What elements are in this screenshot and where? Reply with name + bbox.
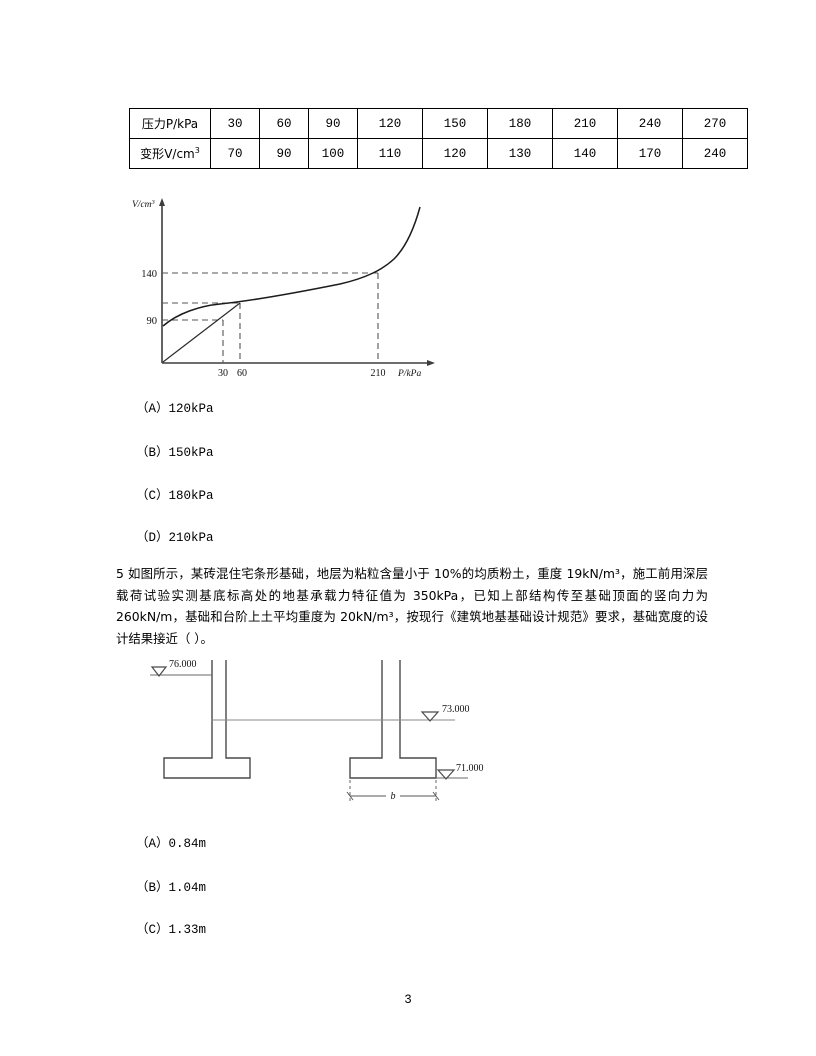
y-axis-arrow xyxy=(159,198,165,206)
q4-option-a-text: 120kPa xyxy=(168,402,214,416)
pv-curve xyxy=(162,206,421,327)
q4-option-b-marker: （B） xyxy=(136,446,169,460)
question-5-text: 5 如图所示，某砖混住宅条形基础，地层为粘粒含量小于 10%的均质粉土，重度 1… xyxy=(116,566,708,646)
cell-deformation-9: 240 xyxy=(682,138,748,169)
row-header-pressure-symbol: P/kPa xyxy=(165,117,199,131)
tangent-line xyxy=(162,302,241,363)
q4-option-b[interactable]: （B）150kPa xyxy=(136,441,214,460)
cell-deformation-2: 90 xyxy=(259,138,309,169)
x-axis-arrow xyxy=(427,360,435,366)
q4-option-d-text: 210kPa xyxy=(168,531,214,545)
xtick-210: 210 xyxy=(371,368,386,379)
y-axis-label: V/cm3 xyxy=(132,199,156,210)
q4-option-c-marker: （C） xyxy=(136,489,169,503)
q4-option-a[interactable]: （A）120kPa xyxy=(136,397,214,416)
q5-option-a-text: 0.84m xyxy=(168,837,207,851)
pressure-deformation-table: 压力P/kPa 30 60 90 120 150 180 210 240 270… xyxy=(129,108,748,169)
page-number: 3 xyxy=(404,993,412,1007)
cell-pressure-7: 210 xyxy=(552,108,618,139)
row-header-deformation-symbol: V/cm xyxy=(164,147,195,161)
q5-option-c-marker: （C） xyxy=(136,923,169,937)
elevation-label-71: 71.000 xyxy=(456,763,484,774)
row-header-pressure: 压力P/kPa xyxy=(129,108,211,139)
cell-deformation-1: 70 xyxy=(210,138,260,169)
table-row: 变形V/cm3 70 90 100 110 120 130 140 170 24… xyxy=(129,138,748,169)
q4-option-b-text: 150kPa xyxy=(168,446,214,460)
cell-deformation-5: 120 xyxy=(422,138,488,169)
q5-option-a[interactable]: （A）0.84m xyxy=(136,832,206,851)
xtick-30: 30 xyxy=(218,368,228,379)
cell-pressure-8: 240 xyxy=(617,108,683,139)
right-foundation-outline xyxy=(349,660,437,779)
dim-label-backdrop xyxy=(386,789,400,801)
q5-option-b-marker: （B） xyxy=(136,881,169,895)
strip-foundation-figure: 76.000 73.000 71.000 b xyxy=(150,658,510,808)
dim-tick-left-icon xyxy=(346,791,354,801)
chart-svg: 140 90 30 60 210 V/cm3 P/kPa xyxy=(132,198,435,379)
row-header-deformation-superscript: 3 xyxy=(194,146,200,155)
row-header-deformation: 变形V/cm3 xyxy=(129,138,211,169)
cell-deformation-3: 100 xyxy=(308,138,358,169)
cell-deformation-4: 110 xyxy=(357,138,423,169)
elevation-label-76: 76.000 xyxy=(169,659,197,670)
row-header-pressure-label: 压力 xyxy=(141,117,166,131)
left-foundation-outline xyxy=(163,660,251,779)
dimension-label-b: b xyxy=(391,791,396,802)
pressure-deformation-chart: 140 90 30 60 210 V/cm3 P/kPa xyxy=(130,193,460,383)
q4-option-d-marker: （D） xyxy=(136,531,169,545)
elevation-label-73: 73.000 xyxy=(442,704,470,715)
cell-pressure-4: 120 xyxy=(357,108,423,139)
cell-pressure-1: 30 xyxy=(210,108,260,139)
cell-pressure-9: 270 xyxy=(682,108,748,139)
x-axis-label: P/kPa xyxy=(397,369,421,379)
q4-option-a-marker: （A） xyxy=(136,402,169,416)
xtick-60: 60 xyxy=(237,368,247,379)
cell-pressure-3: 90 xyxy=(308,108,358,139)
cell-deformation-8: 170 xyxy=(617,138,683,169)
elevation-marker-73-icon xyxy=(420,711,440,722)
elevation-marker-71-icon xyxy=(436,769,456,780)
q4-option-c-text: 180kPa xyxy=(168,489,214,503)
foundation-svg: 76.000 73.000 71.000 b xyxy=(150,659,484,802)
q5-option-c[interactable]: （C）1.33m xyxy=(136,918,206,937)
ytick-140: 140 xyxy=(141,269,157,280)
ytick-90: 90 xyxy=(147,316,158,327)
q4-option-d[interactable]: （D）210kPa xyxy=(136,526,214,545)
cell-pressure-2: 60 xyxy=(259,108,309,139)
elevation-marker-76-icon xyxy=(150,666,168,677)
q4-option-c[interactable]: （C）180kPa xyxy=(136,484,214,503)
data-table: 压力P/kPa 30 60 90 120 150 180 210 240 270… xyxy=(129,108,748,169)
row-header-deformation-label: 变形 xyxy=(140,147,165,161)
cell-deformation-7: 140 xyxy=(552,138,618,169)
q5-option-c-text: 1.33m xyxy=(168,923,207,937)
table-row: 压力P/kPa 30 60 90 120 150 180 210 240 270 xyxy=(129,108,748,139)
dim-tick-right-icon xyxy=(432,791,440,801)
q5-option-a-marker: （A） xyxy=(136,837,169,851)
cell-pressure-5: 150 xyxy=(422,108,488,139)
cell-pressure-6: 180 xyxy=(487,108,553,139)
cell-deformation-6: 130 xyxy=(487,138,553,169)
q5-option-b-text: 1.04m xyxy=(168,881,207,895)
q5-option-b[interactable]: （B）1.04m xyxy=(136,876,206,895)
